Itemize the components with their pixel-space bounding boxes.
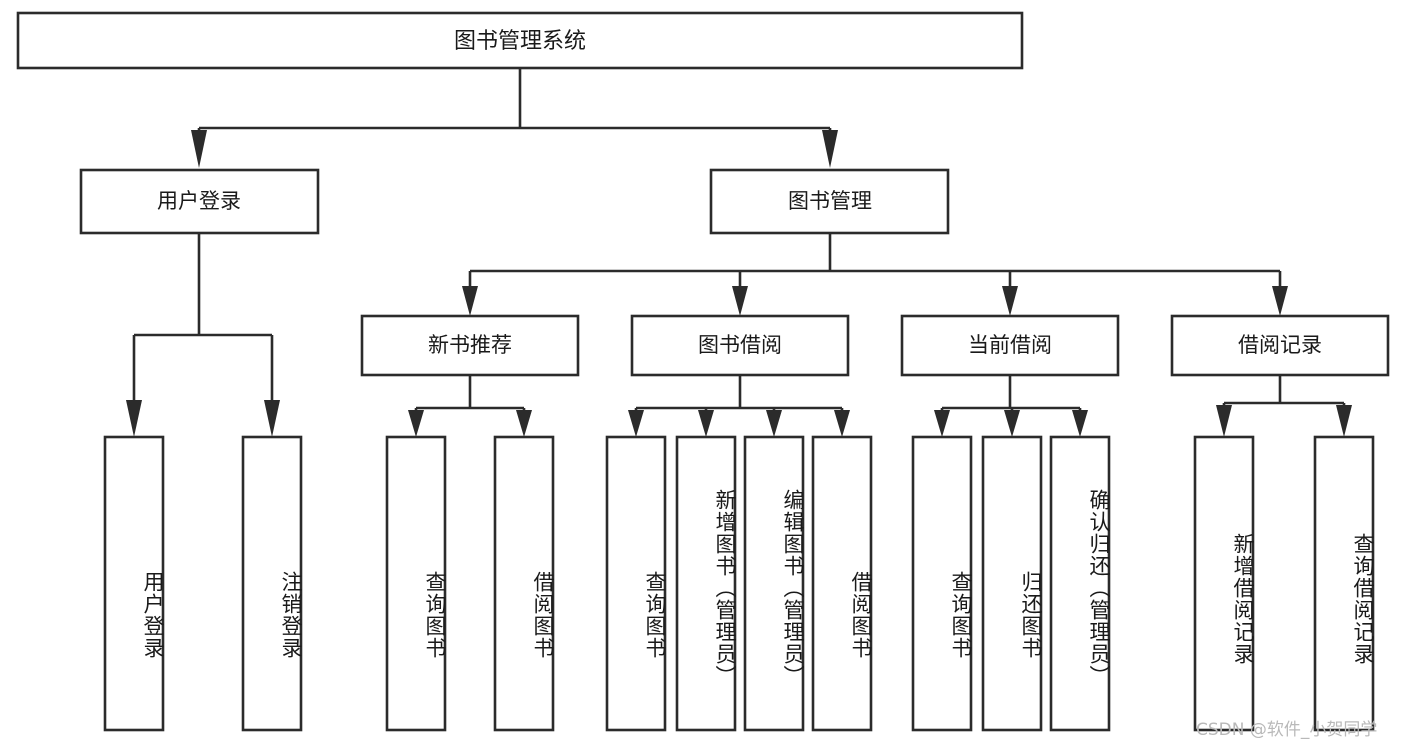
leaf-box-bb-borrow[interactable] <box>811 435 873 732</box>
leaf-box-br-add[interactable] <box>1193 435 1255 732</box>
leaf-box-bb-add[interactable] <box>675 435 737 732</box>
arrow-to-user-login <box>191 130 207 168</box>
leaf-box-cb-confirm[interactable] <box>1049 435 1111 732</box>
node-book-manage[interactable]: 图书管理 <box>709 168 950 235</box>
leaf-box-user-login[interactable] <box>103 435 165 732</box>
arrow-to-book-borrow <box>732 286 748 316</box>
arrow-to-borrow-record <box>1272 286 1288 316</box>
node-new-book-recommend[interactable]: 新书推荐 <box>360 314 580 377</box>
arrow-curborrow-leaf2 <box>1004 410 1020 437</box>
arrow-to-book-manage <box>822 130 838 168</box>
arrow-to-current-borrow <box>1002 286 1018 316</box>
arrow-newbook-leaf1 <box>408 410 424 437</box>
leaf-box-br-query[interactable] <box>1313 435 1375 732</box>
root-label: 图书管理系统 <box>454 29 586 54</box>
current-borrow-box[interactable] <box>900 314 1120 377</box>
book-manage-box[interactable] <box>709 168 950 235</box>
leaf-box-logout[interactable] <box>241 435 303 732</box>
current-borrow-label: 当前借阅 <box>968 333 1052 357</box>
arrow-curborrow-leaf1 <box>934 410 950 437</box>
user-login-label: 用户登录 <box>157 189 241 213</box>
new-book-label: 新书推荐 <box>428 333 512 357</box>
book-borrow-box[interactable] <box>630 314 850 377</box>
arrow-bookborrow-leaf2 <box>698 410 714 437</box>
root-box[interactable] <box>16 11 1024 70</box>
node-root-system[interactable]: 图书管理系统 <box>16 11 1024 70</box>
arrow-record-leaf2 <box>1336 405 1352 437</box>
leaf-box-newbook-borrow[interactable] <box>493 435 555 732</box>
borrow-record-label: 借阅记录 <box>1238 333 1322 357</box>
leaf-box-cb-return[interactable] <box>981 435 1043 732</box>
arrow-to-leaf-user-login <box>126 400 142 437</box>
arrow-to-new-book <box>462 286 478 316</box>
leaf-box-newbook-query[interactable] <box>385 435 447 732</box>
book-borrow-label: 图书借阅 <box>698 333 782 357</box>
arrow-record-leaf1 <box>1216 405 1232 437</box>
arrow-bookborrow-leaf3 <box>766 410 782 437</box>
arrow-newbook-leaf2 <box>516 410 532 437</box>
book-manage-label: 图书管理 <box>788 189 872 213</box>
arrow-bookborrow-leaf4 <box>834 410 850 437</box>
arrow-to-leaf-logout <box>264 400 280 437</box>
node-user-login[interactable]: 用户登录 <box>79 168 320 235</box>
leaf-box-bb-query[interactable] <box>605 435 667 732</box>
borrow-record-box[interactable] <box>1170 314 1390 377</box>
arrow-curborrow-leaf3 <box>1072 410 1088 437</box>
csdn-watermark: CSDN @软件_小贺同学 <box>1196 720 1378 740</box>
leaf-box-cb-query[interactable] <box>911 435 973 732</box>
node-current-borrow[interactable]: 当前借阅 <box>900 314 1120 377</box>
node-book-borrow[interactable]: 图书借阅 <box>630 314 850 377</box>
arrow-bookborrow-leaf1 <box>628 410 644 437</box>
leaf-box-bb-edit[interactable] <box>743 435 805 732</box>
node-borrow-record[interactable]: 借阅记录 <box>1170 314 1390 377</box>
new-book-box[interactable] <box>360 314 580 377</box>
